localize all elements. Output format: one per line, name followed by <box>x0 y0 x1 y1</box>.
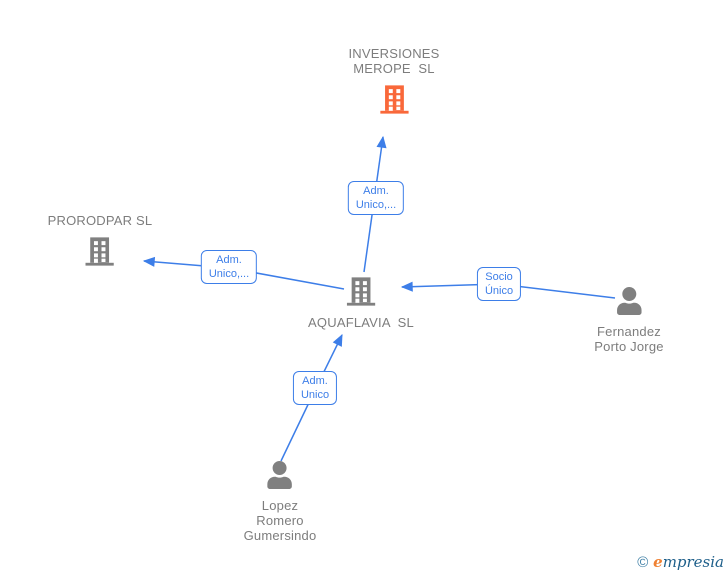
node-label: AQUAFLAVIA SL <box>308 315 414 330</box>
node-label: PRORODPAR SL <box>47 213 153 228</box>
node-aquaflavia[interactable]: AQUAFLAVIA SL <box>308 277 414 330</box>
node-prorodpar[interactable]: PRORODPAR SL <box>48 213 153 266</box>
company-building-icon <box>84 237 116 266</box>
company-building-icon <box>345 277 377 306</box>
edge-label-adm-unico-lopez[interactable]: Adm. Unico <box>292 371 338 405</box>
node-label: INVERSIONES MEROPE SL <box>348 46 440 76</box>
person-icon <box>266 461 294 489</box>
edge-label-socio-unico[interactable]: Socio Único <box>476 267 522 301</box>
company-building-icon <box>378 85 410 114</box>
edge-label-adm-unico-merope[interactable]: Adm. Unico,... <box>347 181 405 215</box>
node-fernandez-porto-jorge[interactable]: Fernandez Porto Jorge <box>594 287 664 354</box>
person-icon <box>615 287 643 315</box>
node-label: Lopez Romero Gumersindo <box>243 498 317 543</box>
node-inversiones-merope[interactable]: INVERSIONES MEROPE SL <box>348 46 439 114</box>
copyright-icon: © <box>637 554 649 571</box>
node-lopez-romero-gumersindo[interactable]: Lopez Romero Gumersindo <box>244 461 317 543</box>
edge-label-adm-unico-prorodpar[interactable]: Adm. Unico,... <box>200 250 258 284</box>
empresia-watermark: © empresia <box>637 552 724 573</box>
empresia-logo: empresia <box>653 553 724 571</box>
node-label: Fernandez Porto Jorge <box>594 324 664 354</box>
